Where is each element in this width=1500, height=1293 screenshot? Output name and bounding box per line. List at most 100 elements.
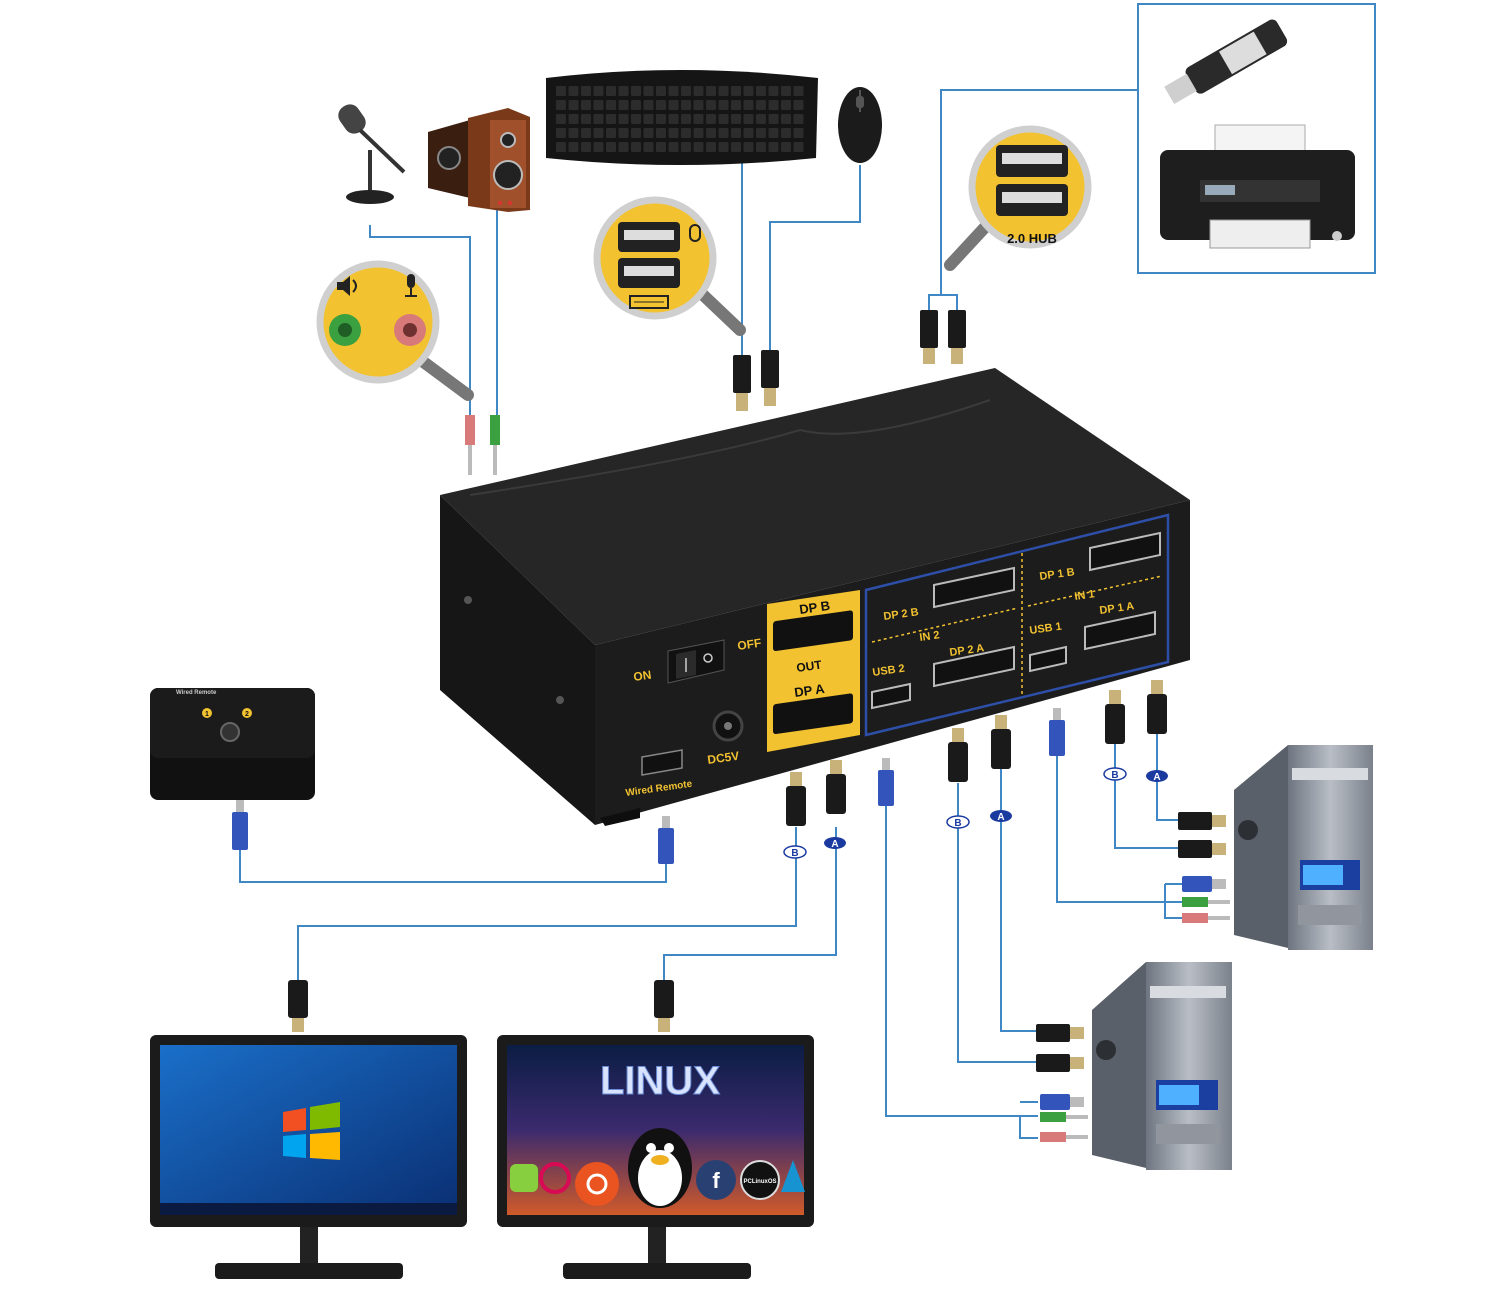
badge-out-a-label: A bbox=[831, 839, 838, 850]
badge-pc2-b: B bbox=[946, 815, 970, 829]
keyboard-key bbox=[556, 128, 566, 138]
keyboard-key bbox=[731, 100, 741, 110]
keyboard-key bbox=[618, 128, 629, 138]
keyboard-key bbox=[618, 86, 629, 96]
usb-hub-magnifier: 2.0 HUB bbox=[944, 125, 1092, 271]
keyboard-key bbox=[781, 100, 791, 110]
usb-plug-mouse bbox=[761, 350, 779, 406]
keyboard-key bbox=[656, 86, 666, 96]
keyboard-key bbox=[693, 128, 704, 138]
keyboard-key bbox=[618, 142, 629, 152]
dp-2-a-label: DP 2 A bbox=[949, 642, 985, 659]
keyboard-key bbox=[768, 114, 779, 124]
keyboard-key bbox=[731, 114, 741, 124]
badge-pc2-a-label: A bbox=[997, 812, 1004, 823]
hub-label: 2.0 HUB bbox=[1007, 231, 1057, 246]
keyboard-key bbox=[593, 100, 604, 110]
audio-plug-red bbox=[465, 415, 475, 475]
remote-switch-button[interactable] bbox=[220, 722, 240, 742]
keyboard-key bbox=[756, 128, 766, 138]
dp-plug-pc2-b bbox=[948, 728, 968, 782]
keyboard-key bbox=[743, 100, 754, 110]
keyboard-key bbox=[556, 100, 566, 110]
dp-out-b-num: B bbox=[820, 598, 831, 614]
usb-2-label: USB 2 bbox=[872, 663, 906, 679]
dp-2-b-suffix: B bbox=[910, 606, 920, 619]
keyboard-key bbox=[606, 86, 616, 96]
dc-label: DC5V bbox=[706, 749, 740, 767]
keyboard-key bbox=[656, 100, 666, 110]
keyboard-key bbox=[693, 114, 704, 124]
dp-1-b-num: 1 bbox=[1057, 568, 1065, 581]
keyboard-key bbox=[668, 100, 679, 110]
keyboard-key bbox=[643, 100, 654, 110]
keyboard-key bbox=[706, 142, 716, 152]
dp-1-b-label: DP 1 B bbox=[1039, 566, 1076, 583]
audio-jack-magnifier bbox=[316, 260, 474, 401]
ubuntu-logo bbox=[575, 1162, 619, 1206]
usb-1-num: 1 bbox=[1055, 621, 1063, 634]
keyboard-key bbox=[743, 128, 754, 138]
dp-plug-pc1-a bbox=[1147, 680, 1167, 734]
keyboard-key bbox=[718, 100, 729, 110]
power-switch[interactable] bbox=[667, 639, 725, 684]
off-label: OFF bbox=[736, 636, 762, 653]
dp-plug-out-a bbox=[826, 760, 846, 814]
keyboard-key bbox=[618, 100, 629, 110]
keyboard-key bbox=[706, 100, 716, 110]
badge-pc1-b: B bbox=[1103, 767, 1127, 781]
keyboard-key bbox=[718, 128, 729, 138]
keyboard-mouse-usb-magnifier bbox=[593, 196, 746, 336]
keyboard-key bbox=[556, 114, 566, 124]
kvm-switch: DP B OUT DP A OFF ON DC5V Wired Remote bbox=[440, 368, 1190, 826]
keyboard-key bbox=[581, 100, 591, 110]
keyboard-key bbox=[768, 128, 779, 138]
keyboard-key bbox=[581, 128, 591, 138]
keyboard-key bbox=[681, 114, 691, 124]
keyboard-key bbox=[606, 142, 616, 152]
badge-pc2-a: A bbox=[990, 810, 1012, 823]
dp-1-a-suffix: A bbox=[1125, 600, 1135, 613]
dp-2-a-suffix: A bbox=[975, 642, 985, 655]
linux-title: LINUX bbox=[600, 1059, 720, 1103]
badge-out-a: A bbox=[824, 837, 846, 850]
keyboard-key bbox=[593, 86, 604, 96]
pclinuxos-label: PCLinuxOS bbox=[743, 1179, 776, 1185]
usb-plug-hub-left bbox=[920, 310, 938, 364]
badge-pc1-b-label: B bbox=[1111, 770, 1118, 781]
monitor-windows bbox=[150, 1035, 467, 1279]
keyboard-key bbox=[718, 114, 729, 124]
dc-power-jack bbox=[712, 710, 744, 742]
keyboard-key bbox=[743, 114, 754, 124]
keyboard-key bbox=[706, 128, 716, 138]
keyboard-key bbox=[693, 142, 704, 152]
keyboard-key bbox=[768, 100, 779, 110]
remote-usb-plug-right bbox=[658, 816, 674, 864]
keyboard-key bbox=[793, 114, 804, 124]
keyboard-key bbox=[568, 114, 579, 124]
usb-2-num: 2 bbox=[898, 663, 906, 676]
svg-text:f: f bbox=[712, 1168, 720, 1193]
out-label: OUT bbox=[795, 657, 823, 674]
keyboard-key bbox=[556, 142, 566, 152]
keyboard-key bbox=[781, 114, 791, 124]
dp-out-a-port bbox=[773, 693, 853, 734]
dp-1-a-label: DP 1 A bbox=[1099, 600, 1135, 617]
dp-1-a-num: 1 bbox=[1117, 602, 1125, 615]
keyboard-key bbox=[568, 86, 579, 96]
keyboard-key bbox=[718, 142, 729, 152]
in-1-num: 1 bbox=[1088, 588, 1096, 601]
debian-logo bbox=[539, 1162, 571, 1194]
monitor-dp-plug-left bbox=[288, 980, 308, 1032]
keyboard-key bbox=[593, 142, 604, 152]
remote-title: Wired Remote bbox=[176, 690, 217, 696]
keyboard-key bbox=[756, 86, 766, 96]
dp-plug-pc2-a bbox=[991, 715, 1011, 769]
usb-devices-box bbox=[1137, 3, 1376, 274]
keyboard-key bbox=[768, 86, 779, 96]
pclinuxos-logo: PCLinuxOS bbox=[740, 1160, 780, 1200]
keyboard-key bbox=[606, 114, 616, 124]
on-label: ON bbox=[632, 668, 652, 684]
in-2-label: IN 2 bbox=[919, 629, 941, 644]
mic-in-icon bbox=[405, 274, 417, 297]
